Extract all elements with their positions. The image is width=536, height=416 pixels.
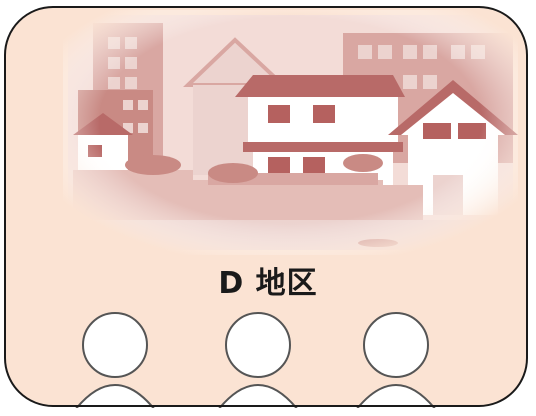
person-icon	[75, 312, 155, 408]
district-card	[3, 5, 529, 408]
district-title: D 地区	[218, 266, 318, 301]
townscape-illustration	[63, 10, 518, 255]
person-icon	[218, 312, 298, 408]
person-icon	[356, 312, 436, 408]
card-background	[4, 6, 528, 408]
